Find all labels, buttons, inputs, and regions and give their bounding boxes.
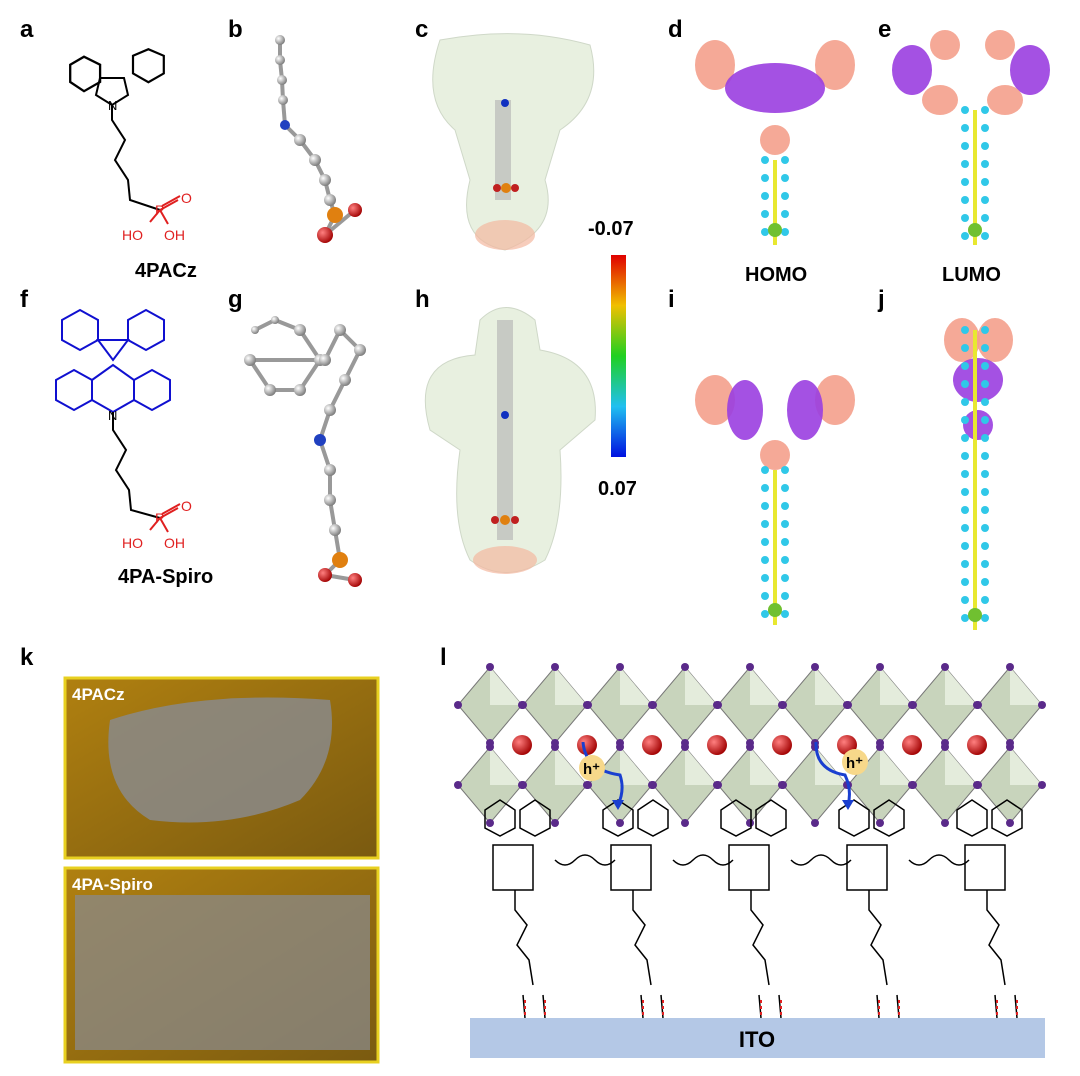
hole-transfer-2: h⁺: [814, 741, 868, 810]
ito-substrate: ITO: [470, 1018, 1045, 1058]
panel-label-j: j: [878, 286, 885, 313]
atom-n: N: [108, 98, 117, 113]
panel-label-a: a: [20, 16, 34, 43]
md-snapshot-4pa-spiro: 4PA-Spiro: [63, 866, 380, 1064]
svg-text:P: P: [155, 510, 164, 526]
svg-text:h⁺: h⁺: [846, 755, 863, 772]
4pa-spiro-esp-map: [424, 307, 596, 574]
panel-label-h: h: [415, 286, 430, 313]
panel-label-b: b: [228, 16, 243, 43]
svg-text:O: O: [181, 190, 192, 206]
colorbar-max-label: -0.07: [588, 218, 634, 240]
4pacz-ball-stick-model: [275, 35, 362, 243]
svg-text:N: N: [108, 408, 117, 423]
hole-transfer-1: h⁺: [579, 741, 624, 810]
panel-label-e: e: [878, 16, 892, 43]
panel-label-f: f: [20, 286, 28, 313]
svg-text:4PA-Spiro: 4PA-Spiro: [72, 875, 153, 894]
svg-text:OH: OH: [164, 535, 185, 551]
svg-text:4PACz: 4PACz: [72, 685, 125, 704]
svg-text:HO: HO: [122, 227, 143, 243]
svg-text:h⁺: h⁺: [583, 761, 600, 778]
svg-text:ITO: ITO: [739, 1027, 775, 1052]
4pa-spiro-ball-stick-model: [244, 316, 366, 587]
esp-colorbar: [611, 255, 626, 457]
panel-label-c: c: [415, 16, 429, 43]
perovskite-lattice: [454, 663, 1046, 827]
caption-4pacz: 4PACz: [135, 260, 197, 282]
panel-label-d: d: [668, 16, 683, 43]
4pacz-structure: N P O HO OH: [69, 48, 192, 243]
caption-lumo: LUMO: [942, 264, 1001, 286]
4pacz-esp-map: [432, 33, 595, 251]
panel-label-i: i: [668, 286, 675, 313]
colorbar-min-label: 0.07: [598, 478, 637, 500]
panel-label-k: k: [20, 644, 34, 671]
md-snapshot-4pacz: 4PACz: [63, 676, 380, 860]
svg-text:OH: OH: [164, 227, 185, 243]
panel-label-g: g: [228, 286, 243, 313]
sam-molecules-row: [484, 799, 1023, 1019]
orbital-plots: [695, 30, 1050, 630]
svg-text:O: O: [181, 498, 192, 514]
panel-label-l: l: [440, 644, 447, 671]
caption-4pa-spiro: 4PA-Spiro: [118, 566, 214, 588]
caption-homo: HOMO: [745, 264, 808, 286]
4pa-spiro-structure: N P O HO OH: [55, 308, 192, 551]
svg-text:P: P: [155, 202, 164, 218]
svg-text:HO: HO: [122, 535, 143, 551]
